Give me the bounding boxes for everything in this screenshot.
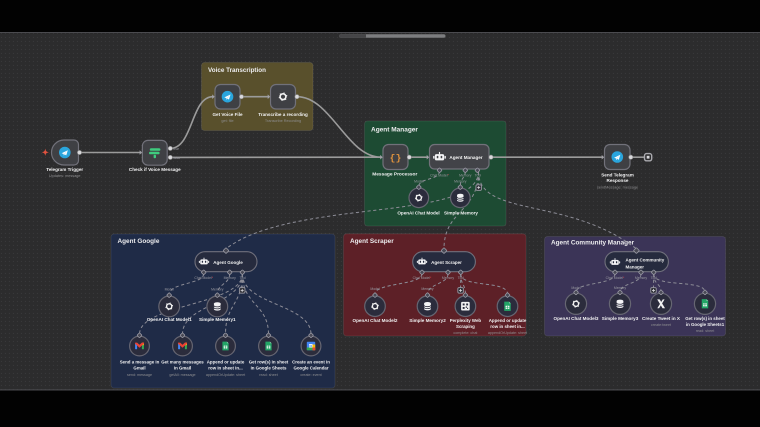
svg-text:sendMessage: message: sendMessage: message: [597, 185, 638, 189]
svg-text:{: {: [390, 152, 396, 163]
svg-text:Tool: Tool: [475, 174, 481, 178]
svg-text:OpenAI Chat Model: OpenAI Chat Model: [397, 211, 439, 216]
svg-text:Memory: Memory: [211, 287, 224, 291]
svg-text:Simple Memory1: Simple Memory1: [199, 317, 236, 322]
svg-text:false: false: [174, 156, 181, 160]
svg-text:in Google Sheets1: in Google Sheets1: [686, 322, 725, 327]
svg-text:Agent Manager: Agent Manager: [449, 155, 482, 160]
svg-text:Get many messages: Get many messages: [161, 359, 204, 364]
svg-text:Memory: Memory: [421, 287, 434, 291]
svg-text:create: event: create: event: [300, 373, 321, 377]
svg-text:create:tweet: create:tweet: [651, 323, 671, 327]
svg-text:}: }: [396, 152, 402, 163]
svg-text:Voice Transcription: Voice Transcription: [208, 67, 266, 74]
svg-text:Simple Memory: Simple Memory: [444, 211, 478, 216]
svg-text:Append or update: Append or update: [489, 318, 527, 323]
svg-text:OpenAI Chat Model3: OpenAI Chat Model3: [554, 316, 599, 321]
svg-text:Google Calendar: Google Calendar: [293, 365, 328, 370]
svg-text:Memory: Memory: [635, 276, 648, 280]
svg-text:Memory: Memory: [442, 276, 455, 280]
svg-text:Get row(s) in sheet: Get row(s) in sheet: [249, 359, 289, 364]
svg-text:OpenAI Chat Model2: OpenAI Chat Model2: [353, 318, 398, 323]
svg-text:Get row(s) in sheet: Get row(s) in sheet: [685, 316, 725, 321]
svg-text:Tool: Tool: [458, 276, 464, 280]
svg-text:Model: Model: [571, 286, 580, 290]
svg-text:Perplexity Web: Perplexity Web: [450, 318, 482, 323]
svg-text:Agent Scraper: Agent Scraper: [431, 260, 462, 265]
svg-text:Chat Model*: Chat Model*: [413, 276, 432, 280]
svg-text:complete: chat: complete: chat: [453, 331, 477, 335]
svg-text:Memory: Memory: [454, 179, 467, 183]
svg-text:in Google Sheets: in Google Sheets: [251, 365, 287, 370]
svg-text:31: 31: [309, 344, 313, 348]
svg-text:Simple Memory3: Simple Memory3: [602, 316, 639, 321]
svg-text:appendOrUpdate: sheet: appendOrUpdate: sheet: [206, 373, 245, 377]
svg-text:Transcribe a recording: Transcribe a recording: [258, 112, 308, 117]
svg-text:Telegram Trigger: Telegram Trigger: [46, 167, 83, 172]
svg-text:Memory: Memory: [459, 174, 472, 178]
svg-text:Agent Google: Agent Google: [118, 238, 160, 245]
svg-text:Manager: Manager: [626, 265, 645, 270]
svg-text:Response: Response: [607, 178, 629, 183]
svg-text:Chat Model*: Chat Model*: [606, 276, 625, 280]
svg-text:Send Telegram: Send Telegram: [601, 173, 634, 178]
svg-text:Model: Model: [414, 179, 423, 183]
svg-text:true: true: [174, 147, 180, 151]
svg-text:appendOrUpdate: sheet: appendOrUpdate: sheet: [488, 331, 527, 335]
svg-text:Updates: message: Updates: message: [49, 174, 81, 178]
svg-text:Agent Community: Agent Community: [626, 257, 665, 262]
svg-text:row in sheet in...: row in sheet in...: [208, 365, 242, 370]
svg-text:Chat Model*: Chat Model*: [194, 276, 213, 280]
svg-text:Memory: Memory: [614, 286, 627, 290]
svg-text:Gmail: Gmail: [133, 365, 145, 370]
svg-text:get: file: get: file: [221, 119, 233, 123]
svg-text:send: message: send: message: [127, 373, 152, 377]
svg-text:Append or update: Append or update: [207, 359, 245, 364]
svg-text:Model: Model: [370, 287, 379, 291]
svg-text:Scraping: Scraping: [456, 324, 475, 329]
svg-text:Agent Scraper: Agent Scraper: [350, 238, 394, 245]
svg-text:Get Voice File: Get Voice File: [212, 112, 242, 117]
svg-text:Agent Community Manager: Agent Community Manager: [551, 240, 635, 247]
svg-text:Create an event in: Create an event in: [292, 359, 330, 364]
svg-text:Memory: Memory: [224, 276, 237, 280]
svg-text:Check if Voice Message: Check if Voice Message: [129, 167, 181, 172]
svg-text:in Gmail: in Gmail: [174, 365, 191, 370]
svg-text:Model: Model: [165, 287, 174, 291]
svg-text:read: sheet: read: sheet: [259, 373, 277, 377]
svg-text:Agent Manager: Agent Manager: [371, 126, 418, 133]
svg-text:Agent Google: Agent Google: [213, 260, 243, 265]
svg-text:read: sheet: read: sheet: [696, 329, 714, 333]
svg-text:Tool: Tool: [651, 276, 657, 280]
svg-text:Create Tweet in X: Create Tweet in X: [642, 316, 681, 321]
svg-text:getAll: message: getAll: message: [169, 373, 195, 377]
svg-text:OpenAI Chat Model1: OpenAI Chat Model1: [147, 317, 192, 322]
svg-text:Simple Memory2: Simple Memory2: [409, 318, 446, 323]
svg-text:Send a message in: Send a message in: [120, 359, 160, 364]
svg-text:Message Processor: Message Processor: [372, 172, 417, 178]
svg-text:row in sheet in...: row in sheet in...: [490, 324, 524, 329]
svg-text:Chat Model*: Chat Model*: [430, 174, 449, 178]
svg-text:Tool: Tool: [239, 276, 245, 280]
svg-text:Transcribe Recording: Transcribe Recording: [265, 119, 301, 123]
